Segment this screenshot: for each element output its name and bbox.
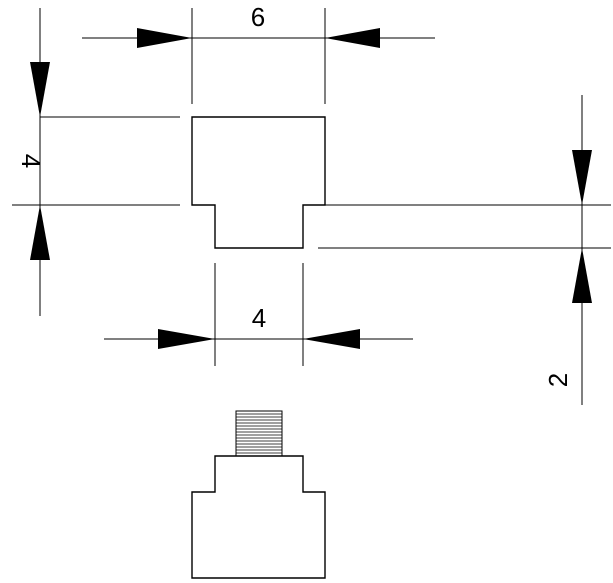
arrowhead-right-icon bbox=[158, 329, 215, 349]
thread-hatching bbox=[236, 413, 282, 454]
arrowhead-down-icon bbox=[572, 150, 592, 205]
dimension-bottom-width: 4 bbox=[104, 263, 413, 366]
dimension-left-height: 4 bbox=[12, 8, 180, 316]
dimension-label-bottom: 4 bbox=[252, 303, 266, 333]
dimension-label-right: 2 bbox=[543, 373, 573, 387]
thread-boundary bbox=[235, 410, 283, 457]
arrowhead-left-icon bbox=[303, 329, 360, 349]
arrowhead-right-icon bbox=[137, 28, 192, 48]
arrowhead-left-icon bbox=[325, 28, 380, 48]
top-view-profile bbox=[191, 116, 326, 249]
arrowhead-down-icon bbox=[30, 62, 50, 117]
dimension-right-height: 2 bbox=[318, 95, 611, 405]
threaded-part-view bbox=[191, 410, 326, 579]
threaded-part-body bbox=[191, 455, 326, 579]
arrowhead-up-icon bbox=[30, 205, 50, 260]
dimension-label-left: 4 bbox=[16, 154, 46, 168]
dimension-label-top: 6 bbox=[251, 2, 265, 32]
dimension-top-width: 6 bbox=[82, 2, 435, 104]
arrowhead-up-icon bbox=[572, 248, 592, 303]
